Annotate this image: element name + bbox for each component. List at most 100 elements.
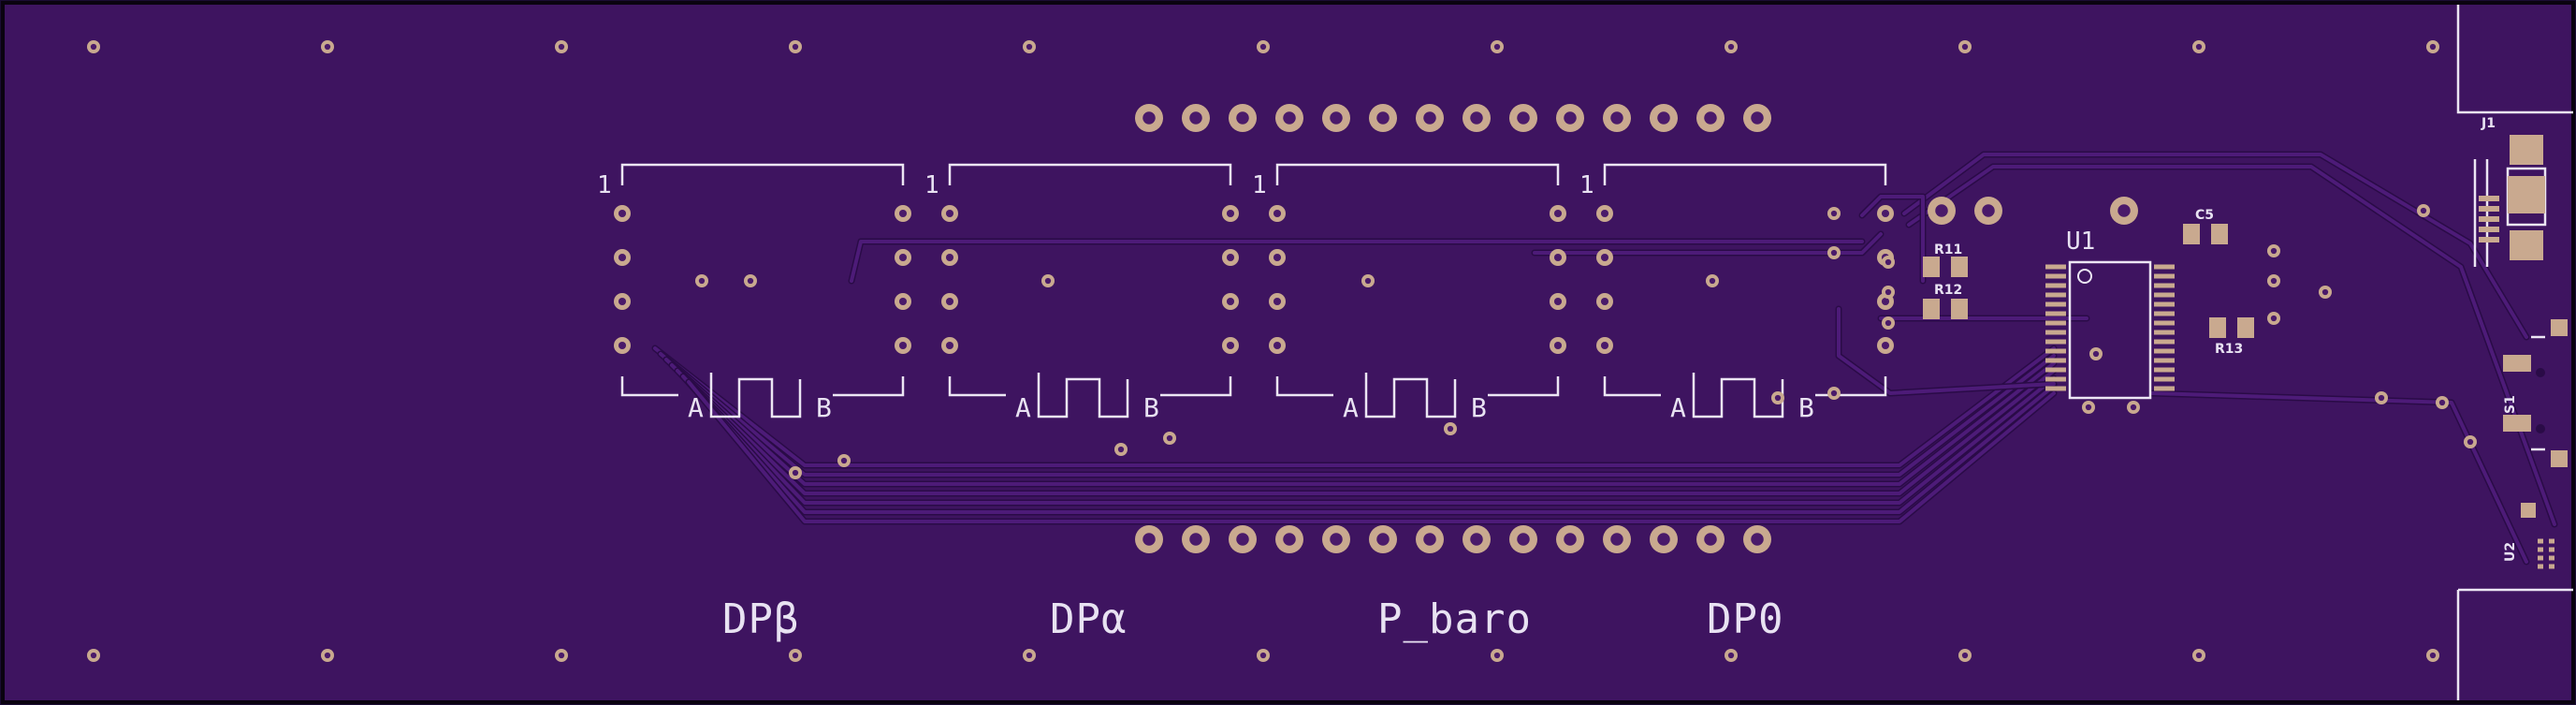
footprint-3-port-b: B	[1471, 392, 1487, 423]
footprint-1-pin-left-0-hole	[618, 209, 627, 218]
j1-pin-4	[2479, 237, 2499, 242]
footprint-3-port-a: A	[1343, 392, 1359, 423]
footprint-4-pin1-label: 1	[1579, 171, 1594, 199]
header-bottom-pin-6-hole	[1423, 533, 1436, 546]
u1-pad-left-10	[2045, 358, 2066, 363]
footprint-2-pin1-label: 1	[924, 171, 939, 199]
mounting-hole-top-0-hole	[90, 43, 97, 51]
j1-side-lines	[2473, 159, 2489, 267]
footprint-2-pin-left-3-hole	[945, 341, 954, 350]
footprint-1-pin-left-1-hole	[618, 253, 627, 262]
footprint-2-bottom-outline	[948, 373, 1232, 419]
ref-s1: S1	[2503, 395, 2518, 414]
header-bottom-pin-2-hole	[1236, 533, 1249, 546]
j1-pin-3	[2479, 227, 2499, 232]
header-top-pin-7-hole	[1470, 111, 1483, 125]
sensor-label-dp-alpha: DPα	[1050, 595, 1128, 643]
small-via-13-hole	[1830, 389, 1838, 397]
small-via-9-hole	[1774, 394, 1782, 402]
component-via-10-hole	[2467, 438, 2474, 446]
header-top-pin-9-hole	[1564, 111, 1577, 125]
u1-pad-right-8	[2154, 339, 2175, 345]
mounting-hole-bottom-6-hole	[1493, 652, 1501, 659]
footprint-4-pin-left-3-hole	[1600, 341, 1609, 350]
footprint-2-pin-left-2-hole	[945, 297, 954, 306]
trace-mid-2	[850, 240, 1864, 283]
j1-pin-1	[2479, 206, 2499, 212]
j1-shield-pad-mid	[2508, 176, 2545, 213]
header-bottom-pin-4-hole	[1330, 533, 1343, 546]
header-bottom-pin-8-hole	[1517, 533, 1530, 546]
mounting-hole-top-10-hole	[2429, 43, 2437, 51]
u1-pad-right-9	[2154, 348, 2175, 354]
bus-trace-6	[687, 380, 2056, 523]
header-top-pin-11-hole	[1657, 111, 1670, 125]
sensor-label-dp-beta: DPβ	[722, 595, 800, 643]
u1-outline	[2068, 260, 2152, 400]
u2-pad-l-3	[2538, 564, 2543, 569]
mounting-hole-top-3-hole	[792, 43, 799, 51]
u1-pad-left-5	[2045, 311, 2066, 316]
footprint-4-pin-left-2-hole	[1600, 297, 1609, 306]
u1-pad-left-2	[2045, 283, 2066, 288]
component-via-8-hole	[2378, 394, 2385, 402]
footprint-2-pin-right-3-hole	[1226, 341, 1235, 350]
pads-layer	[87, 40, 2568, 662]
small-via-11-hole	[1830, 249, 1838, 257]
u1-pad-left-3	[2045, 292, 2066, 298]
small-via-0-hole	[698, 277, 706, 285]
silkscreen-layer	[620, 5, 2573, 700]
small-via-2-hole	[1044, 277, 1052, 285]
j1-shield-pad-bottom	[2510, 230, 2543, 260]
footprint-4-port-b: B	[1798, 392, 1814, 423]
footprint-3-pin-right-1-hole	[1553, 253, 1563, 262]
header-bottom-pin-10-hole	[1610, 533, 1623, 546]
copper-traces	[651, 151, 2558, 565]
footprint-2-top-outline	[948, 163, 1232, 185]
r11-pad-1	[1923, 257, 1940, 277]
u1-pad-left-0	[2045, 264, 2066, 270]
header-top-pin-8-hole	[1517, 111, 1530, 125]
mounting-hole-bottom-5-hole	[1259, 652, 1267, 659]
footprint-3-top-outline	[1275, 163, 1560, 185]
s1-pad-4	[2551, 450, 2568, 467]
footprint-2-pin-right-2-hole	[1226, 297, 1235, 306]
header-top-pin-3-hole	[1283, 111, 1296, 125]
trace-side	[1837, 307, 2056, 395]
j1-outline-top	[2456, 5, 2573, 114]
mounting-hole-bottom-1-hole	[324, 652, 331, 659]
header-top-pin-5-hole	[1376, 111, 1390, 125]
small-via-7-hole	[1166, 434, 1173, 442]
trace-usb-b	[1907, 165, 2556, 526]
footprint-3-pin-right-3-hole	[1553, 341, 1563, 350]
small-via-8-hole	[1447, 425, 1454, 433]
u2-pad-l-0	[2538, 538, 2543, 544]
r11-pad-2	[1951, 257, 1968, 277]
footprint-1-pin-right-1-hole	[898, 253, 908, 262]
u2-pad-top	[2521, 503, 2536, 518]
header-top-pin-2-hole	[1236, 111, 1249, 125]
component-via-9-hole	[2438, 399, 2446, 406]
footprint-3-pin-left-0-hole	[1273, 209, 1282, 218]
header-top-pin-12-hole	[1704, 111, 1717, 125]
u1-pad-right-2	[2154, 283, 2175, 288]
footprint-4-port-a: A	[1670, 392, 1686, 423]
header-bottom-pin-9-hole	[1564, 533, 1577, 546]
mounting-hole-top-9-hole	[2195, 43, 2203, 51]
mounting-hole-bottom-4-hole	[1026, 652, 1033, 659]
s1-pad-3	[2551, 319, 2568, 336]
bus-trace-1	[659, 352, 2056, 477]
mounting-hole-bottom-2-hole	[558, 652, 565, 659]
s1-pad-2	[2503, 415, 2531, 432]
footprint-3-bottom-outline	[1275, 373, 1560, 419]
mounting-hole-bottom-0-hole	[90, 652, 97, 659]
u1-pad-left-7	[2045, 330, 2066, 335]
j1-pin-0	[2479, 196, 2499, 201]
mounting-hole-bottom-10-hole	[2429, 652, 2437, 659]
ref-r11: R11	[1934, 242, 1963, 257]
trace-usb-a	[1902, 153, 2528, 339]
u2-pad-r-2	[2549, 555, 2554, 561]
footprint-1-pin-left-3-hole	[618, 341, 627, 350]
header-bottom-pin-13-hole	[1751, 533, 1764, 546]
